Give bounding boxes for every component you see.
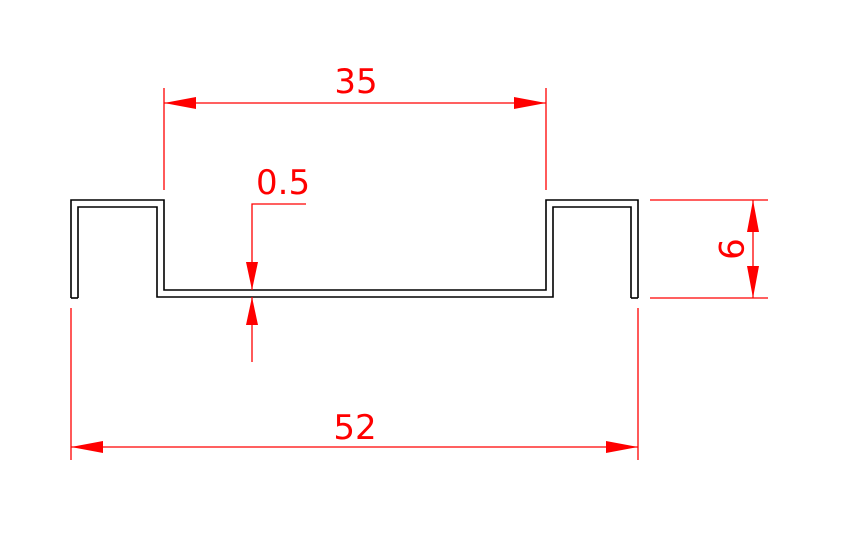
arrowhead xyxy=(606,441,638,453)
arrowhead xyxy=(246,297,258,325)
arrowhead xyxy=(164,97,196,109)
dimension-height-label: 9 xyxy=(710,238,750,260)
dimension-top-span-label: 35 xyxy=(334,62,377,102)
dimension-thickness-label: 0.5 xyxy=(256,163,310,203)
leader-line xyxy=(251,203,306,290)
dimension-top-span xyxy=(163,88,547,190)
profile-inner-outline xyxy=(77,206,632,298)
dimension-height xyxy=(650,199,768,299)
arrowhead xyxy=(246,262,258,290)
profile-outer-outline xyxy=(70,199,639,298)
channel-profile xyxy=(70,199,639,299)
dimension-overall-width-label: 52 xyxy=(333,408,376,448)
arrowhead xyxy=(71,441,103,453)
arrowhead xyxy=(514,97,546,109)
dimension-thickness xyxy=(246,203,306,362)
arrowhead xyxy=(747,200,759,232)
dimension-overall-width xyxy=(70,308,639,460)
arrowhead xyxy=(747,266,759,298)
